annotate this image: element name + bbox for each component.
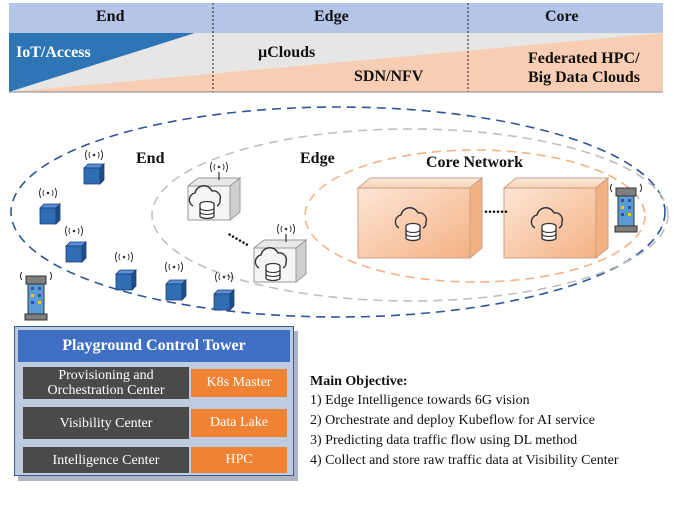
- edge-server-2: [252, 223, 308, 284]
- iot-device-cube: [164, 261, 187, 301]
- edge-region-ellipse: [151, 128, 669, 302]
- layer-iot-access: IoT/Access: [16, 44, 91, 61]
- header-col-core: Core: [545, 8, 579, 25]
- visibility-center-box: Visibility Center: [23, 407, 189, 439]
- building-tower-icon: [19, 271, 53, 321]
- layer-uclouds: µClouds: [258, 44, 316, 61]
- k8s-master-box: K8s Master: [191, 369, 287, 397]
- core-server-box-1: [356, 176, 484, 260]
- region-label-core: Core Network: [426, 154, 524, 171]
- iot-device-cube: [213, 271, 235, 311]
- intelligence-center-box: Intelligence Center: [23, 447, 189, 473]
- objective-item: 1) Edge Intelligence towards 6G vision: [310, 393, 530, 408]
- iot-device-cube: [64, 225, 87, 263]
- end-region-ellipse: [10, 106, 666, 318]
- data-lake-box: Data Lake: [191, 409, 287, 437]
- antenna-icon: [276, 223, 296, 235]
- control-tower-panel: Playground Control Tower Provisioning an…: [14, 326, 294, 476]
- objective-item: 3) Predicting data traffic flow using DL…: [310, 433, 578, 448]
- edge-server-1: [186, 161, 242, 222]
- iot-device-cube: [83, 149, 105, 185]
- control-tower-title: Playground Control Tower: [18, 330, 290, 362]
- core-region-ellipse: [304, 149, 646, 283]
- objective-item: 4) Collect and store raw traffic data at…: [310, 453, 619, 468]
- iot-device-cube: [114, 251, 137, 291]
- layer-hpc-line1: Federated HPC/: [528, 50, 640, 67]
- header-col-end: End: [96, 8, 125, 25]
- objective-title: Main Objective:: [310, 374, 408, 389]
- iot-devices: [38, 149, 235, 311]
- iot-device-cube: [38, 187, 61, 225]
- layer-hpc-line2: Big Data Clouds: [528, 69, 641, 86]
- objective-item: 2) Orchestrate and deploy Kubeflow for A…: [310, 413, 595, 428]
- region-label-edge: Edge: [300, 150, 335, 167]
- antenna-icon: [209, 161, 229, 173]
- core-dots: ......: [484, 200, 508, 217]
- header-col-edge: Edge: [314, 8, 349, 25]
- edge-dots: ......: [225, 223, 254, 250]
- hpc-box: HPC: [191, 447, 287, 473]
- header-band: [9, 3, 663, 93]
- provisioning-center-box: Provisioning and Orchestration Center: [23, 367, 189, 399]
- building-tower-icon: [609, 183, 643, 233]
- layer-sdn-nfv: SDN/NFV: [354, 68, 424, 85]
- core-server-box-2: [502, 176, 610, 260]
- region-label-end: End: [136, 150, 165, 167]
